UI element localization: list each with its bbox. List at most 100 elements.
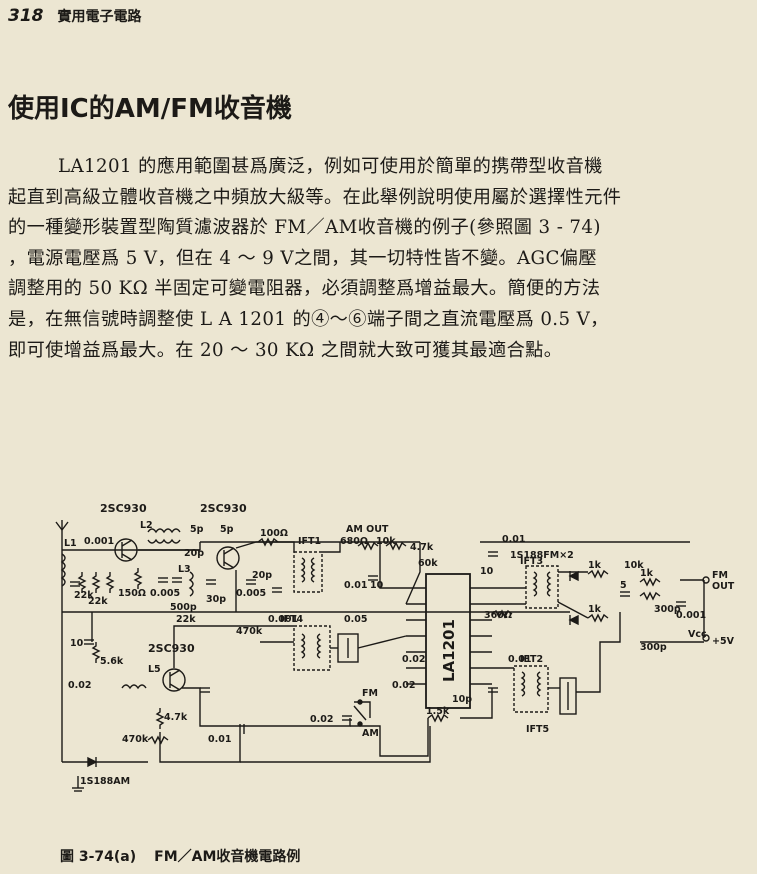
ceramic-filter-fm [559,677,577,715]
resistor [385,541,407,551]
resistor [427,713,449,723]
label-c5p-a: 5p [190,524,204,535]
fm-am-switch [353,699,367,727]
resistor [133,568,143,589]
ic-pins [406,587,492,685]
label-r10k-a: 10k [376,536,396,547]
resistor [491,609,513,619]
antenna-icon [55,520,69,552]
ic-la1201-box [425,573,471,709]
label-diodes: 1S188FM×2 [510,550,574,561]
label-c001d: 0.01 [508,654,531,665]
ift3-transformer [525,565,559,609]
label-c5p-b: 5p [220,524,234,535]
resistor [257,537,279,547]
capacitor [200,687,210,693]
resistor [155,708,165,729]
label-r1k-c: 1k [640,568,654,579]
label-fm-out-1: FM [712,570,728,581]
label-am-out: AM OUT [346,524,389,535]
vcc-terminal [702,634,710,642]
label-t3: 2SC930 [148,642,195,655]
capacitor [158,577,168,583]
label-r150: 150Ω [118,588,146,599]
label-r470k-b: 470k [122,734,149,745]
label-r680: 680Ω [340,536,368,547]
resistor [357,541,379,551]
section-title: 使用IC的AM/FM收音機 [8,94,292,124]
label-c005a: 0.05 [344,614,367,625]
label-ift1: IFT1 [298,536,321,547]
diode-icon [568,570,579,582]
resistor [587,613,609,623]
label-c0001a: 0.001 [84,536,114,547]
label-r100: 100Ω [260,528,288,539]
label-r1-5k: 1.5k [426,706,450,717]
capacitor [488,551,498,557]
label-c10b: 10 [480,566,494,577]
resistor [639,577,661,587]
body-line: 調整用的 50 KΩ 半固定可變電阻器，必須調整爲增益最大。簡便的方法 [8,278,601,300]
label-r22k-c: 22k [176,614,196,625]
capacitor [488,687,498,693]
resistor [91,572,101,593]
body-line: 的一種變形裝置型陶質濾波器於 FM／AM收音機的例子(參照圖 3 - 74) [8,217,601,239]
label-c20p-b: 20p [252,570,272,581]
label-c10a: 10 [370,580,384,591]
label-r5-6k: 5.6k [100,656,124,667]
circuit-diagram: 2SC930 2SC930 2SC930 AM OUT 1S188FM×2 FM… [40,492,752,804]
resistor [105,572,115,593]
label-l3: L3 [178,564,191,575]
figure-caption-text: FM／AM收音機電路例 [154,849,301,865]
label-c002d: 0.02 [392,680,415,691]
label-ift3: IFT3 [520,556,543,567]
label-r470k-a: 470k [236,626,263,637]
capacitor [368,575,378,581]
capacitor [206,579,216,585]
running-head: 實用電子電路 [57,9,142,25]
page-header: 318 實用電子電路 [8,6,142,32]
label-fm-out-2: OUT [712,581,735,592]
label-c0001c: 0.001 [676,610,706,621]
resistor [639,591,661,601]
label-r22k-b: 22k [88,596,108,607]
label-l1: L1 [64,538,77,549]
capacitor [620,591,630,597]
label-l5: L5 [148,664,161,675]
resistor [587,569,609,579]
diode-icon [568,614,579,626]
body-line: 起直到高級立體收音機之中頻放大級等。在此舉例說明使用屬於選擇性元件 [8,186,622,208]
capacitor [676,601,686,607]
diode-icon [87,756,98,768]
body-line: LA1201 的應用範圍甚爲廣泛，例如可使用於簡單的携帶型收音機 [58,156,603,177]
figure-caption: 圖 3-74(a) FM／AM收音機電路例 [60,846,300,866]
body-line: 即可使增益爲最大。在 20 ～ 30 KΩ 之間就大致可獲其最適合點。 [8,339,563,361]
body-line: 是，在無信號時調整使 L A 1201 的④～⑥端子間之直流電壓爲 0.5 V， [8,308,609,330]
body-line: ，電源電壓爲 5 V，但在 4 ～ 9 V之間，其一切特性皆不變。AGC偏壓 [8,247,597,269]
label-c002b: 0.02 [310,714,333,725]
page-number: 318 [8,6,44,26]
coil-l5 [121,684,147,690]
label-vcc: Vcc [688,629,707,640]
transistor-t3 [162,668,186,692]
label-r4-7k-b: 4.7k [164,712,188,723]
label-c0005b: 0.005 [236,588,266,599]
label-r1k-b: 1k [588,604,602,615]
label-c001b: 0.01 [344,580,367,591]
resistor [147,735,169,745]
label-r1k-a: 1k [588,560,602,571]
circuit-schematic: 2SC930 2SC930 2SC930 AM OUT 1S188FM×2 FM… [55,502,735,792]
ift4-transformer [293,625,331,671]
capacitor [246,579,256,585]
label-r22k-a: 22k [74,590,94,601]
label-r10k-b: 10k [624,560,644,571]
label-t2: 2SC930 [200,502,247,515]
ift1-transformer [293,551,323,593]
label-r60k: 60k [418,558,438,569]
coil-l3 [188,571,194,597]
label-c002c: 0.02 [402,654,425,665]
label-r360: 360Ω [484,610,512,621]
label-ift2: IFT2 [520,654,543,665]
label-c20p-a: 20p [184,548,204,559]
label-c10c: 10 [70,638,84,649]
